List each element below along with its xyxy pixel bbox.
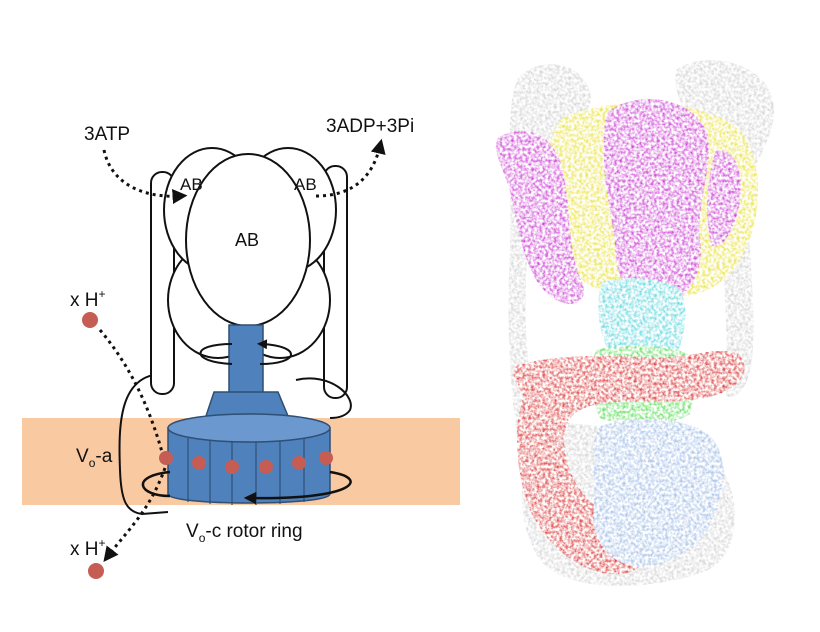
atp-arrow bbox=[102, 149, 188, 204]
central-stalk bbox=[228, 324, 264, 398]
density-magenta-center bbox=[603, 99, 709, 305]
density-blue bbox=[593, 419, 724, 567]
rotor-ring-label: Vo-c rotor ring bbox=[186, 521, 303, 545]
atp-label: 3ATP bbox=[84, 124, 130, 145]
ab-left-label: AB bbox=[180, 175, 203, 194]
ring-rotation-arrow-bottom bbox=[243, 470, 352, 505]
stalk-rotation-arrow-back bbox=[199, 343, 233, 365]
cryo-em-map bbox=[495, 60, 775, 587]
adp-arrow bbox=[315, 138, 386, 198]
vo-a-subunit bbox=[118, 372, 171, 516]
stalk-rotation-arrow-front bbox=[257, 339, 292, 365]
proton-in-label: x H+ bbox=[70, 287, 106, 311]
density-magenta-right bbox=[707, 149, 741, 247]
rotor-adapter bbox=[204, 391, 290, 417]
density-magenta-left bbox=[495, 130, 585, 304]
proton-out bbox=[88, 563, 104, 579]
proton-in bbox=[82, 312, 98, 328]
ab-right-label: AB bbox=[294, 175, 317, 194]
ring-rotation-arrow-left bbox=[141, 470, 171, 498]
proton-out-label: x H+ bbox=[70, 536, 106, 560]
schematic-panel: AB AB AB bbox=[22, 116, 460, 579]
proton-sites bbox=[159, 451, 333, 474]
proton-path-in bbox=[98, 329, 164, 453]
vo-a-label: Vo-a bbox=[76, 446, 113, 470]
proton-path-out bbox=[103, 467, 167, 562]
rotor-ring bbox=[167, 413, 331, 505]
density-red bbox=[513, 350, 745, 575]
density-cyan bbox=[598, 278, 686, 363]
ab-center-label: AB bbox=[235, 230, 259, 250]
adp-label: 3ADP+3Pi bbox=[326, 116, 414, 137]
collar-right bbox=[295, 377, 352, 419]
